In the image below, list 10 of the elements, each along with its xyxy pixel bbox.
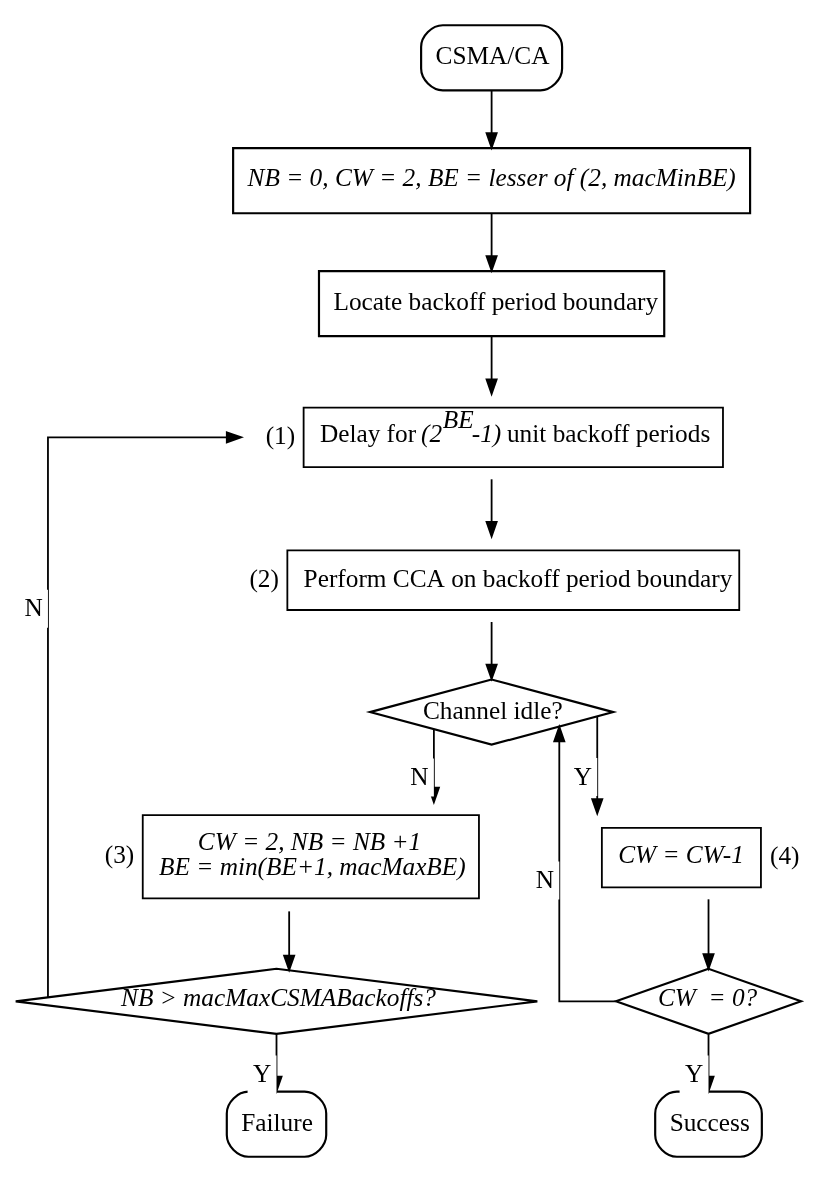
edge-label: N (535, 865, 555, 894)
edge-label: N (24, 593, 43, 622)
node-label: (4) (769, 841, 800, 870)
edge-label: Y (253, 1059, 272, 1088)
node-label: (2) (249, 563, 279, 592)
edge-label: Y (685, 1059, 704, 1088)
node-label: (1) (265, 421, 296, 450)
edge-label: Y (573, 761, 593, 790)
node-label: (3) (104, 840, 135, 869)
edge-label: N (410, 762, 429, 791)
